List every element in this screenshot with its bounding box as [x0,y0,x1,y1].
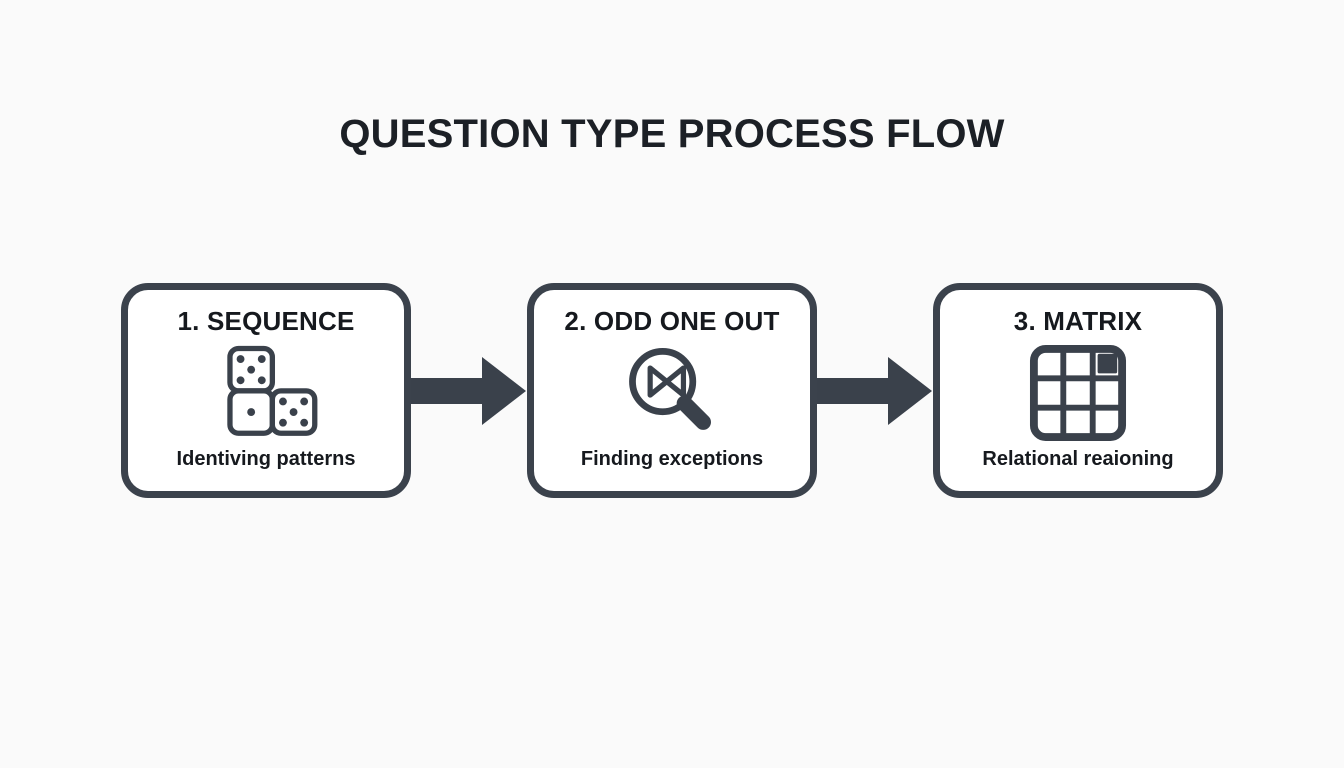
step-box-matrix: 3. MATRIX Relational reaioning [933,283,1223,498]
step-box-odd-one-out: 2. ODD ONE OUT Finding exceptions [527,283,817,498]
page-title: QUESTION TYPE PROCESS FLOW [339,112,1005,156]
step-heading: 1. SEQUENCE [177,306,355,336]
magnifier-odd-one-out-icon [620,341,724,445]
flow-row: 1. SEQUENCE [0,283,1344,498]
matrix-grid-icon [1029,341,1127,445]
step-caption: Finding exceptions [580,448,764,470]
step-box-sequence: 1. SEQUENCE [121,283,411,498]
flow-arrow-icon [817,356,932,425]
flow-arrow-icon [411,356,526,425]
step-caption: Relational reaioning [982,448,1174,470]
dominoes-icon [213,341,319,445]
step-heading: 2. ODD ONE OUT [564,306,780,336]
step-heading: 3. MATRIX [1013,306,1143,336]
step-caption: Identiving patterns [176,448,356,470]
